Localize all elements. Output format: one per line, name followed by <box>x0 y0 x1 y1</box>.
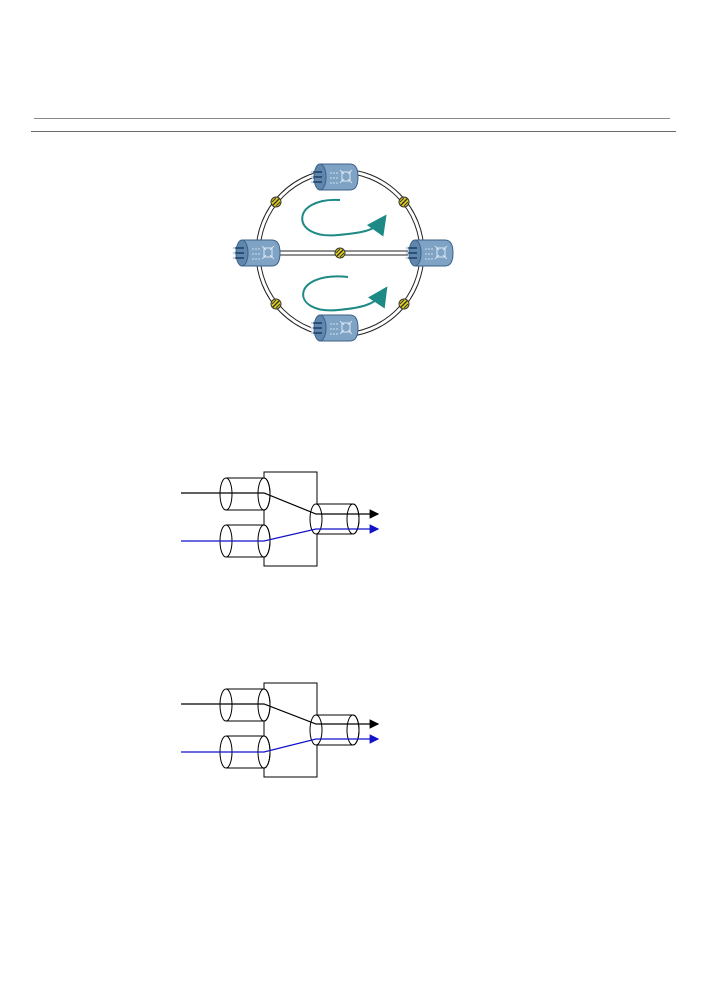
upper-loop-arrow <box>301 198 387 237</box>
header-rule-thick <box>31 131 676 132</box>
combiner-box <box>263 471 318 567</box>
secondary-signal-path <box>181 524 380 542</box>
combiner-box <box>263 682 318 778</box>
signal-merge-diagram-2 <box>175 679 390 784</box>
node-top <box>309 163 359 191</box>
header-rule-thin <box>34 118 670 119</box>
secondary-signal-path <box>181 734 380 753</box>
splice-bottom-right <box>398 298 410 310</box>
merge-diagram-svg-1 <box>181 471 380 567</box>
ring-topology-diagram <box>220 155 460 355</box>
node-left <box>231 239 281 267</box>
splice-center <box>334 247 346 259</box>
input-cylinder-primary <box>219 477 271 511</box>
merge-diagram-svg-2 <box>181 682 380 778</box>
splice-top-left <box>270 196 282 208</box>
ring-topology-svg <box>231 163 454 342</box>
lower-loop-arrow <box>302 275 388 312</box>
output-cylinder <box>309 714 360 746</box>
output-cylinder <box>309 503 360 535</box>
splice-top-right <box>398 196 410 208</box>
node-bottom <box>309 314 359 342</box>
primary-signal-path <box>181 703 380 729</box>
primary-signal-path <box>181 492 380 519</box>
splice-bottom-left <box>270 298 282 310</box>
node-right <box>404 239 454 267</box>
signal-merge-diagram-1 <box>175 468 390 573</box>
input-cylinder-primary <box>219 688 271 722</box>
